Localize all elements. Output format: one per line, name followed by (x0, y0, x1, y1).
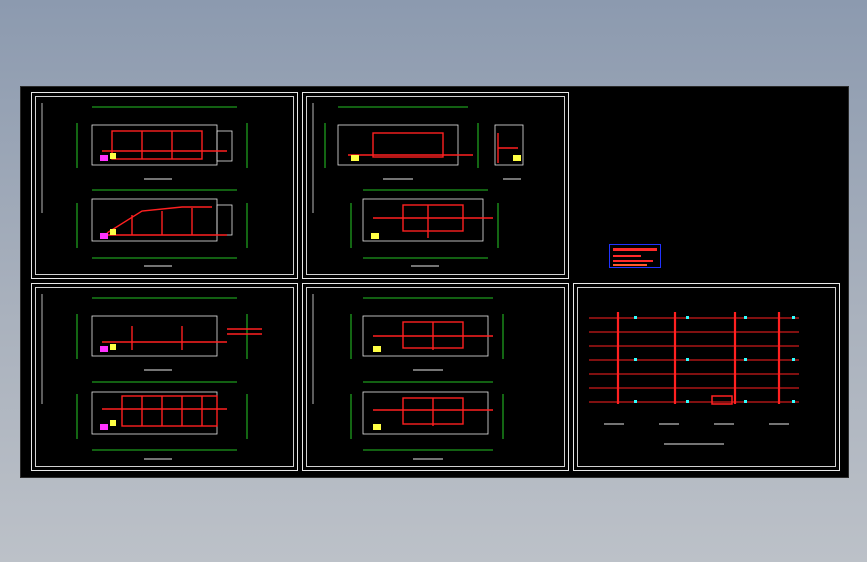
sheet-inner-frame (35, 96, 294, 275)
drawing-sheet-3[interactable] (31, 283, 298, 471)
sheet-inner-frame (306, 287, 565, 467)
drawing-sheet-4[interactable] (302, 283, 569, 471)
floor-plan-drawing (41, 294, 262, 460)
cad-drawing-canvas[interactable] (20, 86, 849, 478)
title-stamp-logo (609, 244, 661, 268)
stamp-line (613, 255, 641, 257)
floor-plan-drawing (41, 103, 248, 267)
sheet-inner-frame (306, 96, 565, 275)
floor-plan-drawing (312, 294, 504, 460)
drawing-sheet-1[interactable] (31, 92, 298, 279)
sheet-inner-frame (35, 287, 294, 467)
sheet-inner-frame (577, 287, 836, 467)
stamp-line (613, 264, 647, 266)
riser-diagram-drawing (589, 312, 799, 445)
floor-plan-drawing (312, 103, 524, 267)
drawing-sheet-2[interactable] (302, 92, 569, 279)
stamp-line (613, 260, 653, 262)
drawing-sheet-5[interactable] (573, 283, 840, 471)
stamp-line (613, 248, 657, 251)
